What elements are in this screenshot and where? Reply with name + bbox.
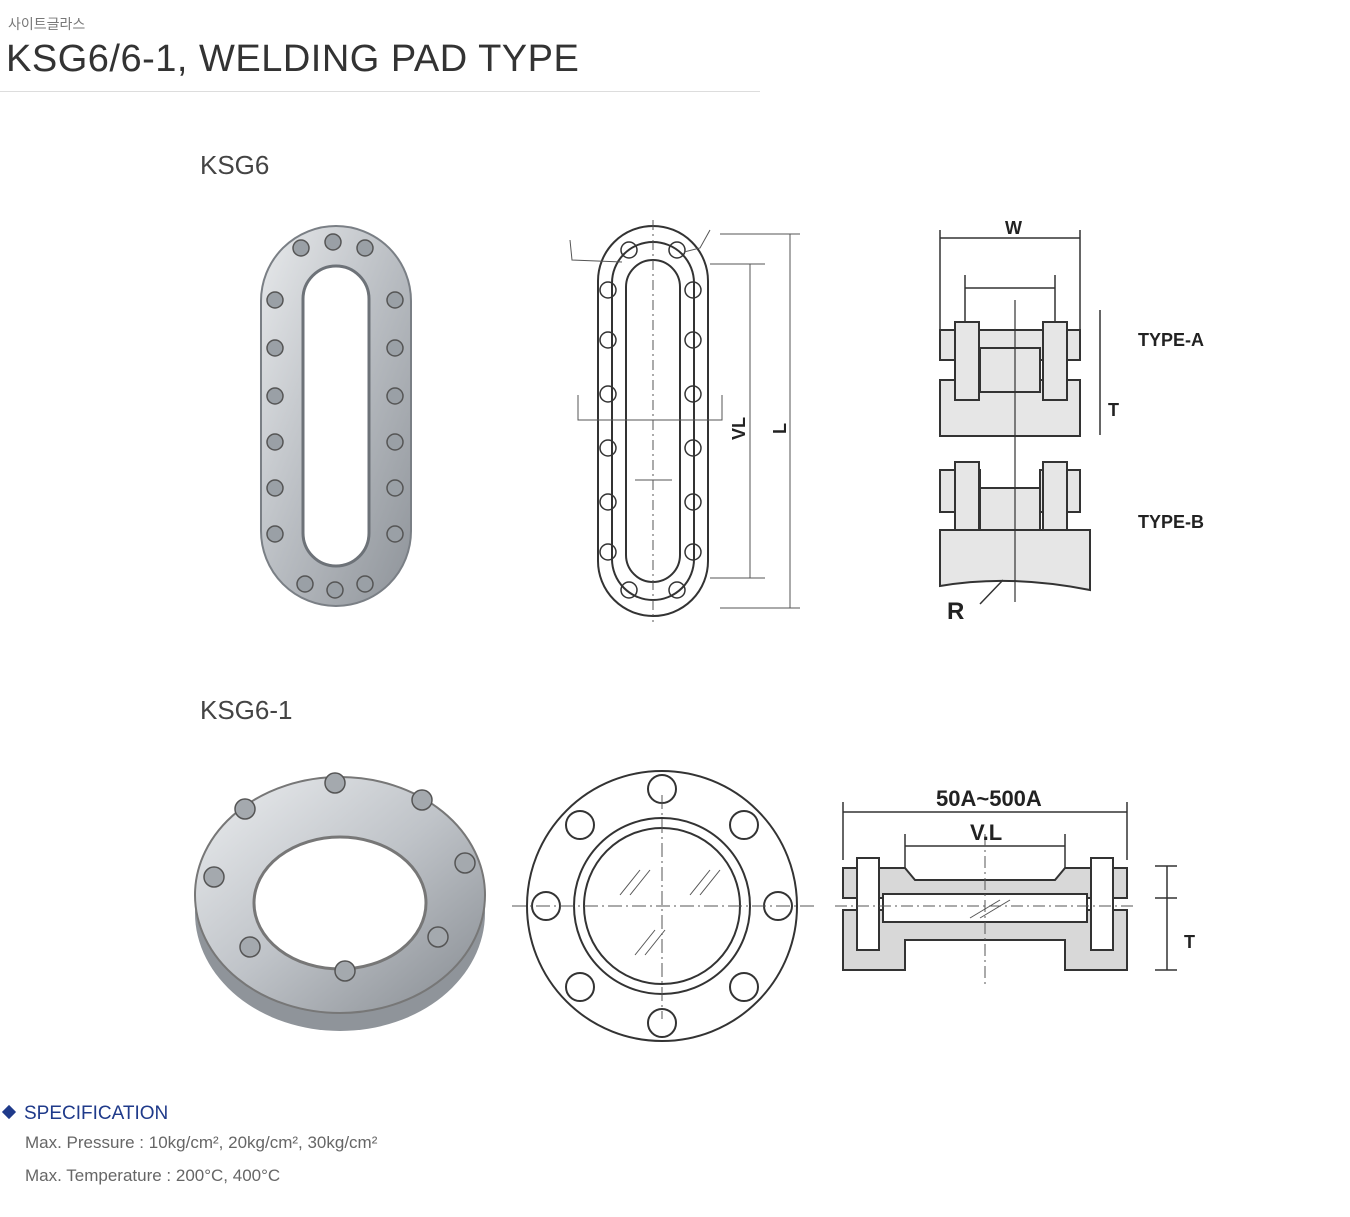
ksg6-label-vl: VL bbox=[729, 416, 750, 441]
ksg6-front-drawing bbox=[569, 220, 800, 622]
ksg6-1-side-drawing bbox=[835, 802, 1177, 988]
spec-line-pressure: Max. Pressure : 10kg/cm², 20kg/cm², 30kg… bbox=[25, 1133, 378, 1152]
page-title: KSG6/6-1, WELDING PAD TYPE bbox=[6, 38, 580, 80]
spec-heading: SPECIFICATION bbox=[1, 1103, 169, 1125]
spec-heading-text: SPECIFICATION bbox=[24, 1103, 169, 1124]
ksg6-label-w: W bbox=[1005, 218, 1022, 238]
ksg6-label-type-b: TYPE-B bbox=[1138, 512, 1205, 532]
ksg6-1-label-range: 50A~500A bbox=[936, 786, 1042, 811]
section-title-ksg6-1: KSG6-1 bbox=[200, 695, 293, 725]
ksg6-1-photo bbox=[194, 772, 486, 1031]
ksg6-label-type-a: TYPE-A bbox=[1138, 330, 1205, 350]
ksg6-1-front-drawing bbox=[512, 770, 816, 1042]
spec-line-temperature: Max. Temperature : 200°C, 400°C bbox=[25, 1166, 281, 1185]
ksg6-photo bbox=[260, 225, 412, 607]
ksg6-label-r: R bbox=[947, 598, 965, 625]
section-title-ksg6: KSG6 bbox=[200, 150, 270, 180]
ksg6-side-drawing bbox=[939, 230, 1101, 605]
ksg6-1-label-t: T bbox=[1184, 932, 1195, 952]
title-divider bbox=[0, 91, 760, 92]
diamond-icon bbox=[1, 1104, 17, 1120]
ksg6-label-l: L bbox=[770, 423, 790, 434]
ksg6-label-t: T bbox=[1108, 400, 1119, 420]
page-subtitle: 사이트글라스 bbox=[8, 16, 86, 32]
ksg6-1-label-vl: V.L bbox=[970, 820, 1003, 845]
